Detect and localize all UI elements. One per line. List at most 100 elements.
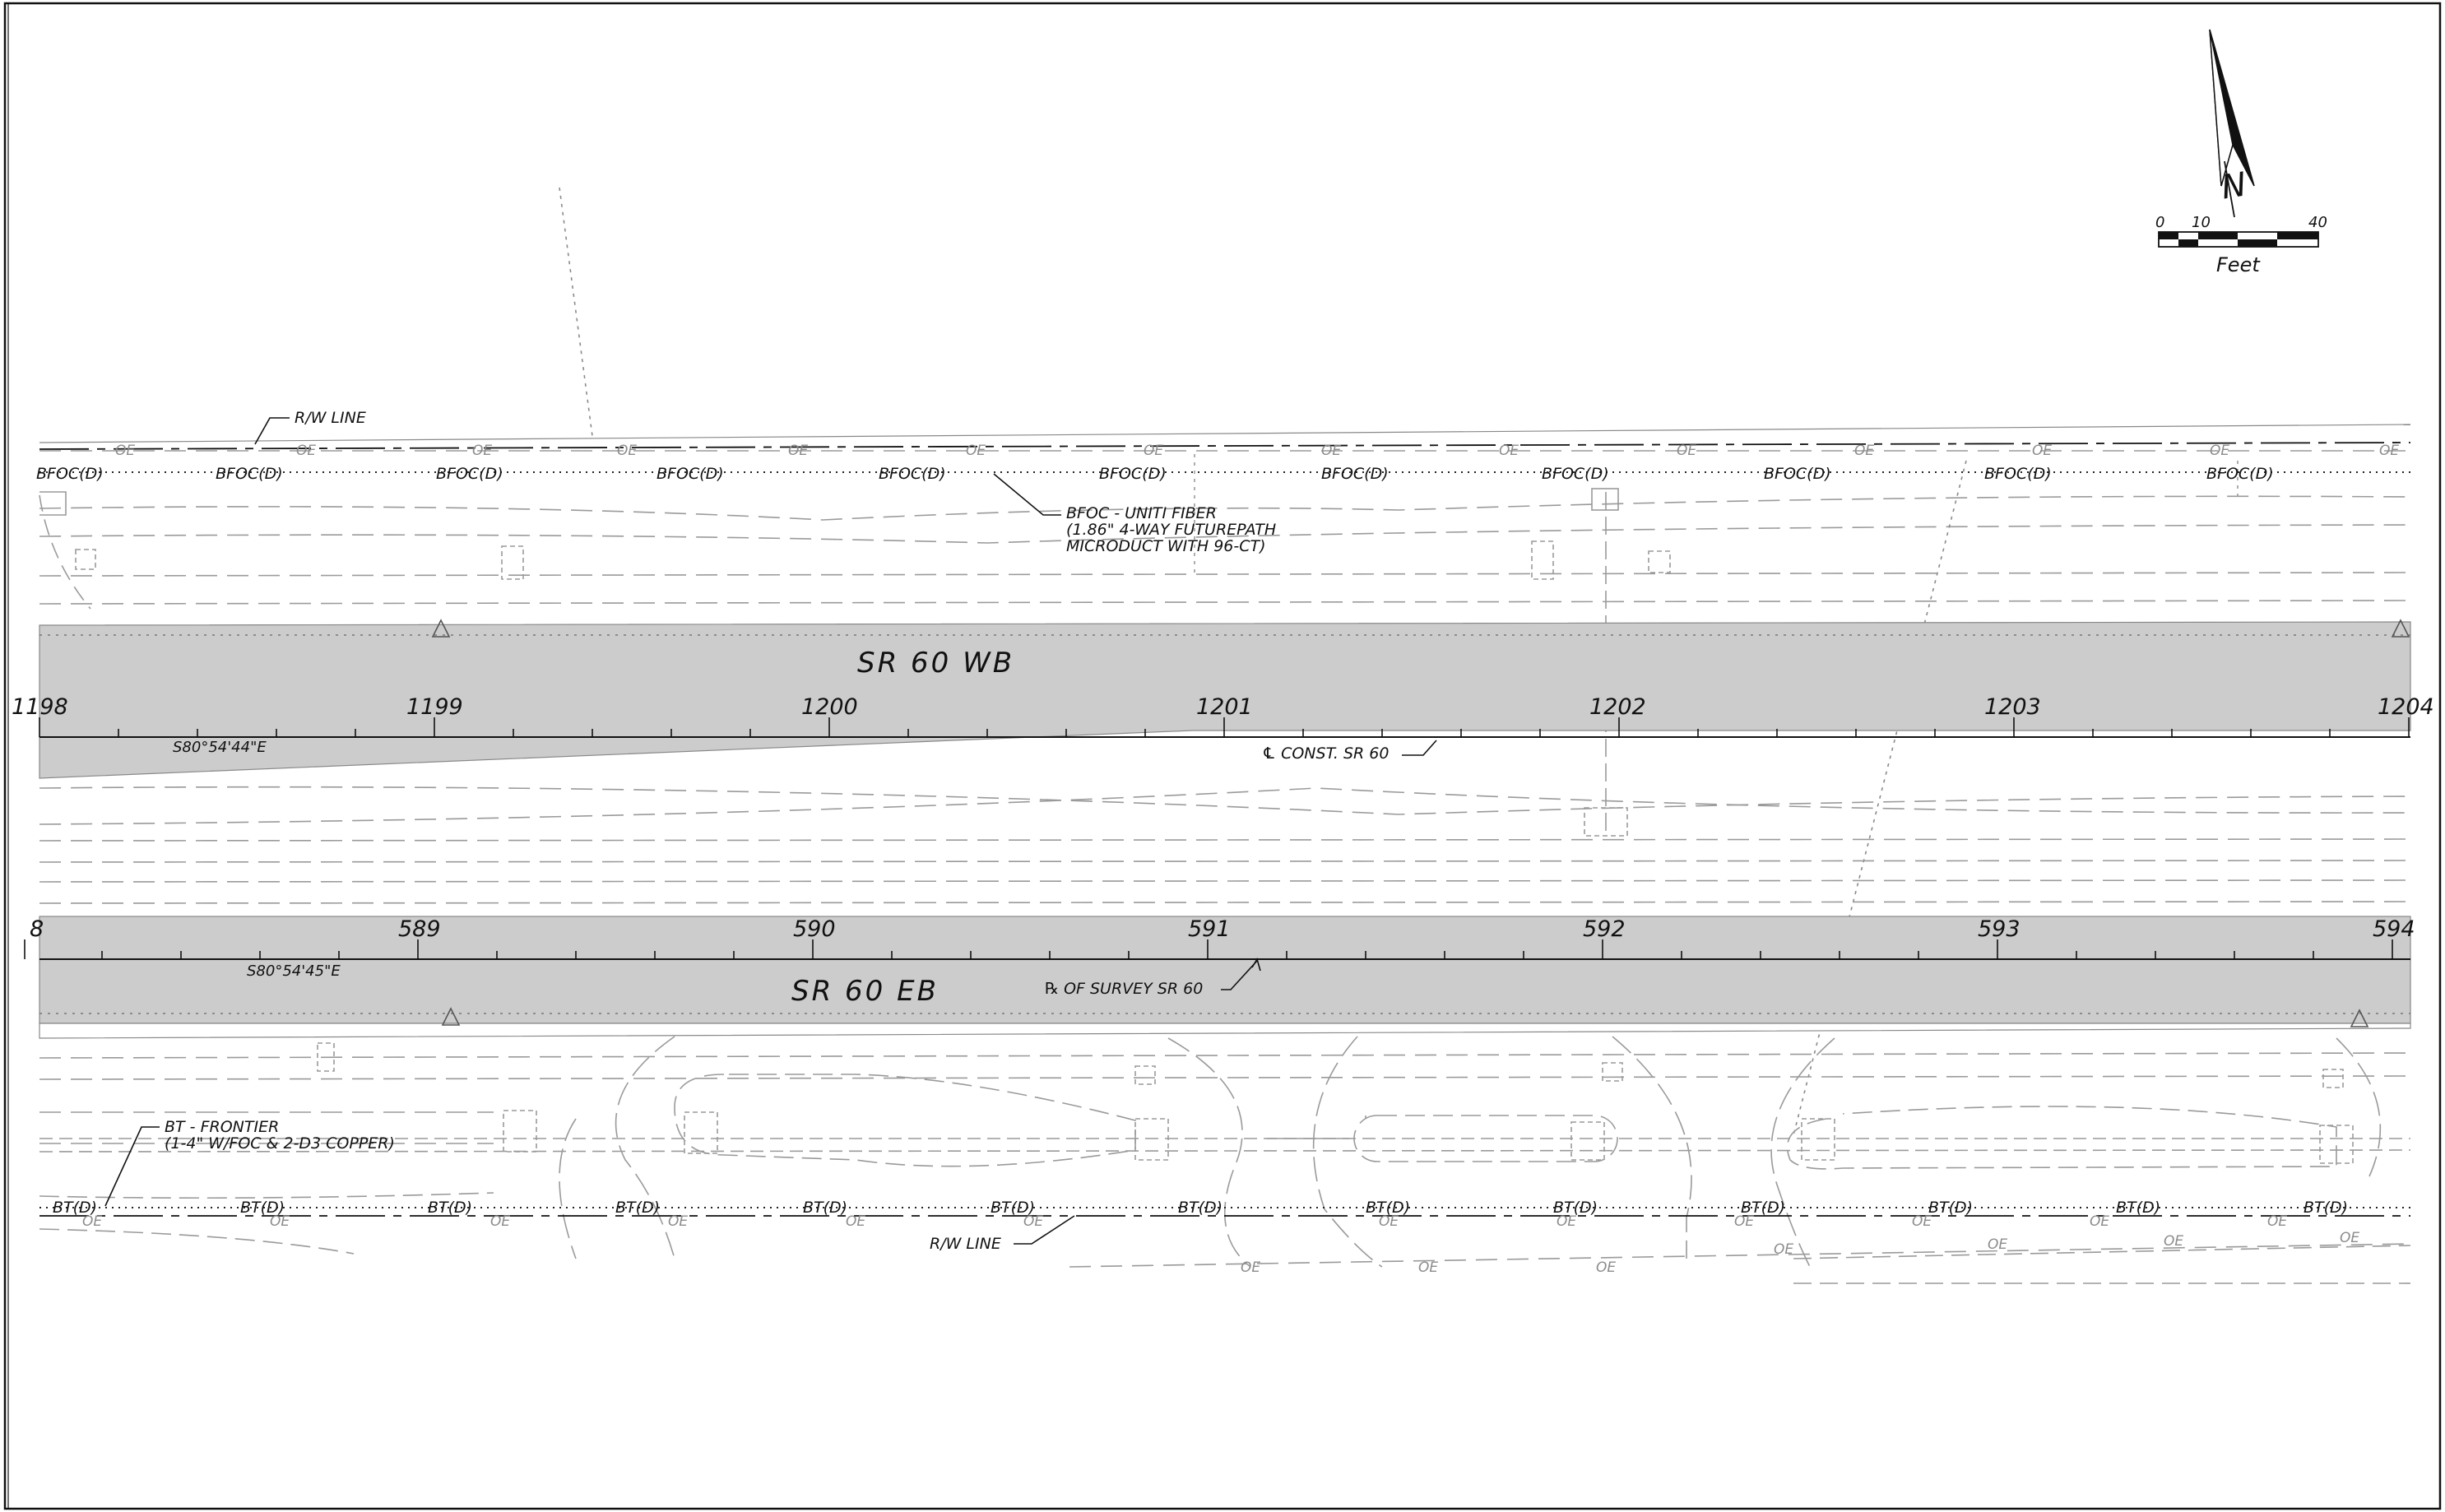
oe-tag: OE — [846, 1213, 865, 1230]
stations-bottom: 8 589 590 591 592 593 594 — [30, 916, 2415, 942]
oe-tag: OE — [1023, 1213, 1043, 1230]
scale-label-10: 10 — [2192, 214, 2211, 231]
oe-tag: OE — [296, 443, 316, 459]
survey-cl-callout: ℞ OF SURVEY SR 60 — [1045, 958, 1261, 998]
bt-tag: BT(D) — [53, 1199, 97, 1217]
oe-tag: OE — [1557, 1213, 1576, 1230]
bt-tag: BT(D) — [1553, 1199, 1598, 1217]
bt-tag: BT(D) — [615, 1199, 660, 1217]
station-label: 1200 — [801, 694, 858, 720]
station-label: 594 — [2373, 916, 2415, 942]
oe-tag: OE — [966, 443, 986, 459]
oe-tag: OE — [2210, 443, 2229, 459]
oe-tag: OE — [2090, 1213, 2109, 1230]
north-arrow: N — [2209, 29, 2255, 218]
oe-tag: OE — [2340, 1230, 2359, 1246]
const-centerline-ticks — [39, 717, 2410, 737]
oe-tag: OE — [1499, 443, 1519, 459]
bt-callout-line-2: (1-4" W/FOC & 2-D3 COPPER) — [165, 1134, 395, 1153]
bfoc-tag: BFOC(D) — [656, 465, 724, 483]
station-label: 591 — [1188, 916, 1231, 942]
bfoc-tag: BFOC(D) — [1321, 465, 1389, 483]
rw-line-top — [39, 424, 2411, 450]
oe-tag: OE — [1912, 1213, 1932, 1230]
rw-bottom-callout: R/W LINE — [930, 1215, 1075, 1253]
bt-tags: BT(D) BT(D) BT(D) BT(D) BT(D) BT(D) BT(D… — [53, 1199, 2348, 1217]
oe-tag: OE — [668, 1213, 688, 1230]
oe-tag: OE — [472, 443, 492, 459]
bfoc-tag: BFOC(D) — [2206, 465, 2274, 483]
bfoc-tag: BFOC(D) — [1984, 465, 2052, 483]
oe-tag: OE — [1321, 443, 1341, 459]
station-label: 1204 — [2378, 694, 2434, 720]
bfoc-callout-line-3: MICRODUCT WITH 96-CT) — [1066, 537, 1266, 555]
wb-road-label: SR 60 WB — [857, 647, 1014, 679]
scale-label-40: 40 — [2308, 214, 2327, 231]
oe-tag: OE — [1241, 1259, 1260, 1276]
bt-tag: BT(D) — [991, 1199, 1035, 1217]
bt-tag: BT(D) — [2303, 1199, 2348, 1217]
oe-tag: OE — [1854, 443, 1874, 459]
station-label: 8 — [30, 916, 44, 942]
bt-tag: BT(D) — [803, 1199, 847, 1217]
scale-units: Feet — [2216, 253, 2261, 276]
station-label: 593 — [1978, 916, 2020, 942]
median-features — [39, 786, 2411, 904]
wb-existing-features — [39, 187, 2411, 1136]
bfoc-callout: BFOC - UNITI FIBER (1.86" 4-WAY FUTUREPA… — [993, 473, 1276, 555]
survey-centerline-ticks — [24, 939, 2393, 959]
bt-tag: BT(D) — [1741, 1199, 1785, 1217]
oe-tag: OE — [115, 443, 135, 459]
oe-tags-north: OE OE OE OE OE OE OE OE OE OE OE OE OE O… — [115, 443, 2399, 459]
oe-tag: OE — [490, 1213, 510, 1230]
bt-tag: BT(D) — [428, 1199, 472, 1217]
bt-tag: BT(D) — [1178, 1199, 1222, 1217]
oe-tag: OE — [2267, 1213, 2287, 1230]
sheet-border — [3, 2, 2442, 1510]
oe-tag: OE — [2379, 443, 2399, 459]
bt-callout: BT - FRONTIER (1-4" W/FOC & 2-D3 COPPER) — [104, 1118, 395, 1207]
eb-road-label: SR 60 EB — [791, 975, 939, 1008]
bfoc-tag: BFOC(D) — [1542, 465, 1609, 483]
bfoc-tag: BFOC(D) — [1764, 465, 1831, 483]
bfoc-tag: BFOC(D) — [36, 465, 104, 483]
bt-tag: BT(D) — [2116, 1199, 2160, 1217]
station-label: 1199 — [406, 694, 463, 720]
bearing-top: S80°54'44"E — [173, 739, 267, 756]
bt-callout-line-1: BT - FRONTIER — [165, 1118, 279, 1136]
oe-tag: OE — [1596, 1259, 1616, 1276]
oe-tag: OE — [1734, 1213, 1754, 1230]
bfoc-tags: BFOC(D) BFOC(D) BFOC(D) BFOC(D) BFOC(D) … — [36, 465, 2274, 483]
oe-tag: OE — [82, 1213, 102, 1230]
oe-tag: OE — [1774, 1241, 1793, 1258]
rw-top-label: R/W LINE — [295, 409, 366, 427]
eb-existing-features — [39, 1036, 2411, 1284]
oe-tag: OE — [2032, 443, 2052, 459]
bfoc-callout-line-2: (1.86" 4-WAY FUTUREPATH — [1066, 521, 1276, 539]
station-label: 589 — [398, 916, 441, 942]
bfoc-tag: BFOC(D) — [216, 465, 283, 483]
north-letter: N — [2219, 165, 2249, 206]
scale-bar: 0 10 40 Feet — [2155, 214, 2327, 276]
oe-tag: OE — [270, 1213, 290, 1230]
station-label: 1198 — [12, 694, 68, 720]
stations-top: 1198 1199 1200 1201 1202 1203 1204 — [12, 694, 2434, 720]
control-points — [431, 619, 2410, 1027]
bfoc-tag: BFOC(D) — [436, 465, 503, 483]
rw-top-callout: R/W LINE — [254, 409, 366, 445]
bt-tag: BT(D) — [1366, 1199, 1410, 1217]
scale-label-0: 0 — [2155, 214, 2164, 231]
station-label: 1201 — [1196, 694, 1253, 720]
bearing-bottom: S80°54'45"E — [247, 962, 341, 980]
station-label: 1203 — [1984, 694, 2041, 720]
eb-roadway-band — [39, 916, 2411, 1024]
oe-tag: OE — [1144, 443, 1163, 459]
station-label: 592 — [1583, 916, 1626, 942]
oe-tag: OE — [1988, 1236, 2007, 1253]
station-label: 1202 — [1589, 694, 1646, 720]
oe-tag: OE — [788, 443, 808, 459]
oe-tags-south: OE OE OE OE OE OE OE OE OE OE OE OE OE O… — [82, 1213, 2359, 1276]
bt-tag: BT(D) — [1928, 1199, 1973, 1217]
oe-tag: OE — [1677, 443, 1696, 459]
